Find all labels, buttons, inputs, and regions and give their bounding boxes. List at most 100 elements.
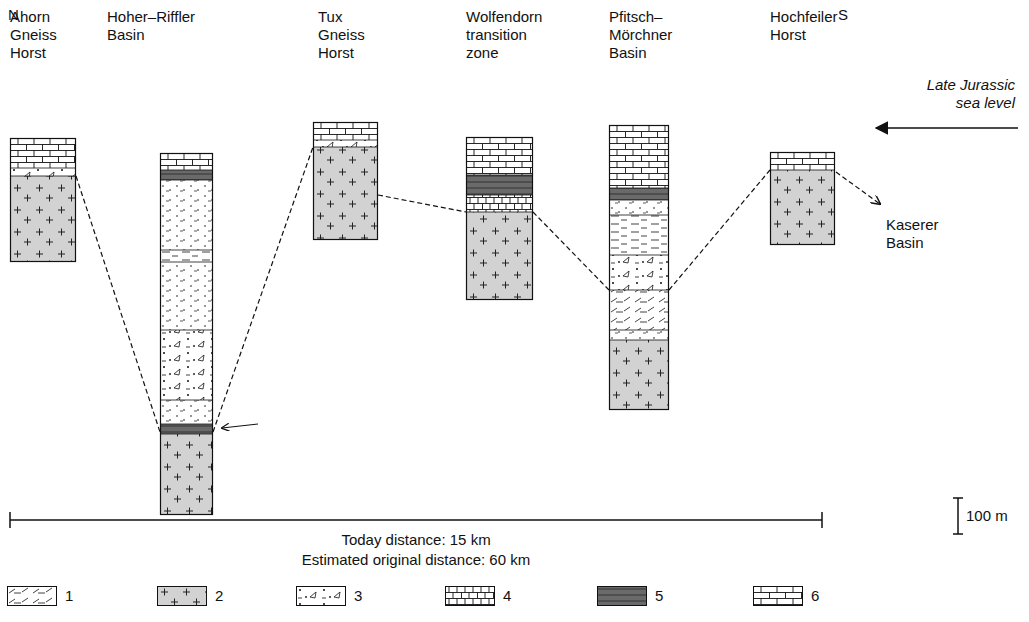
stratigraphic-column: Pfitsch– Mörchner Basin (609, 125, 669, 410)
correlation-line (213, 147, 313, 432)
bed-contact (313, 147, 378, 148)
legend-entry: 4 (445, 586, 525, 606)
sea-level-arrow (876, 127, 1018, 129)
rock-bed (10, 168, 76, 176)
annotation-label: N (8, 6, 38, 24)
legend-swatch-fill (754, 587, 803, 606)
bed-contact (466, 195, 533, 196)
legend-number: 2 (215, 587, 223, 605)
correlation-line (533, 212, 609, 290)
bed-contact (770, 170, 835, 171)
distance-bar-tick (821, 512, 823, 528)
bed-contact (160, 180, 213, 181)
legend-swatch-fill (297, 587, 346, 606)
rock-bed (609, 200, 669, 215)
bed-contact (609, 255, 669, 256)
column-drawing (770, 152, 835, 245)
bed-contact (160, 170, 213, 171)
correlation-line (378, 195, 466, 212)
rock-bed (10, 138, 76, 168)
legend-entry: 3 (296, 586, 376, 606)
annotation-label: S (838, 6, 868, 24)
legend-number: 4 (503, 587, 511, 605)
column-heading: Wolfendorn transition zone (466, 8, 558, 62)
rock-bed (466, 175, 533, 195)
rock-bed (160, 400, 213, 424)
bed-contact (609, 290, 669, 291)
column-drawing (609, 125, 669, 410)
column-heading: Pfitsch– Mörchner Basin (609, 8, 689, 62)
stratigraphic-column: Tux Gneiss Horst (313, 122, 378, 240)
rock-bed (313, 147, 378, 240)
bed-contact (609, 188, 669, 189)
bed-contact (160, 262, 213, 263)
height-scale-bar (957, 498, 959, 534)
bed-contact (609, 330, 669, 331)
bed-contact (160, 330, 213, 331)
rock-bed (160, 330, 213, 400)
annotation-label: Kaserer Basin (886, 216, 958, 252)
annotation-label: Estimated original distance: 60 km (166, 551, 666, 569)
height-scale-tick (953, 533, 963, 535)
bed-contact (10, 176, 76, 177)
stratigraphic-column: Hochfeiler Horst (770, 152, 835, 245)
column-drawing (466, 137, 533, 300)
legend-swatch-fill (598, 587, 647, 606)
legend-number: 5 (655, 587, 663, 605)
legend-number: 6 (811, 587, 819, 605)
legend-swatch (753, 586, 803, 606)
distance-bar-tick (9, 512, 11, 528)
legend-entry: 5 (597, 586, 677, 606)
rock-bed (160, 153, 213, 170)
annotation-label: 100 m (966, 507, 1026, 525)
rock-bed (466, 137, 533, 175)
height-scale-tick (953, 497, 963, 499)
rock-bed (609, 340, 669, 410)
bed-contact (10, 168, 76, 169)
rock-bed (160, 250, 213, 262)
column-outline (11, 139, 76, 262)
legend-entry: 6 (753, 586, 833, 606)
bed-contact (160, 424, 213, 425)
column-drawing (313, 122, 378, 240)
bed-contact (609, 200, 669, 201)
rock-bed (770, 170, 835, 245)
rock-bed (160, 434, 213, 515)
rock-bed (466, 195, 533, 212)
legend-swatch (445, 586, 495, 606)
stratigraphic-column: Ahorn Gneiss Horst (10, 138, 76, 262)
rock-bed (609, 255, 669, 290)
rock-bed (466, 212, 533, 300)
rock-bed (10, 176, 76, 262)
column-drawing (10, 138, 76, 262)
legend-number: 1 (65, 587, 73, 605)
rock-bed (313, 140, 378, 147)
basin-arrow (836, 172, 880, 204)
legend-swatch-fill (158, 587, 207, 606)
correlation-line (669, 170, 770, 290)
legend-entry: 2 (157, 586, 237, 606)
column-heading: Ahorn Gneiss Horst (10, 8, 85, 62)
legend-swatch-fill (8, 587, 57, 606)
bed-contact (160, 434, 213, 435)
bed-contact (160, 250, 213, 251)
annotation-label: Late Jurassic sea level (915, 76, 1015, 112)
rock-bed (160, 180, 213, 250)
rock-bed (609, 125, 669, 188)
legend-entry: 1 (7, 586, 87, 606)
bed-contact (609, 340, 669, 341)
column-drawing (160, 153, 213, 515)
legend-swatch (157, 586, 207, 606)
rock-bed (609, 330, 669, 340)
column-outline (467, 138, 533, 300)
stratigraphic-column: Hoher–Riffler Basin (160, 153, 213, 515)
rock-bed (160, 424, 213, 434)
legend-swatch (296, 586, 346, 606)
legend-swatch (597, 586, 647, 606)
bed-contact (466, 212, 533, 213)
rock-bed (160, 262, 213, 330)
pointer-arrow (222, 424, 258, 428)
distance-bar (10, 519, 822, 521)
rock-bed (313, 122, 378, 140)
